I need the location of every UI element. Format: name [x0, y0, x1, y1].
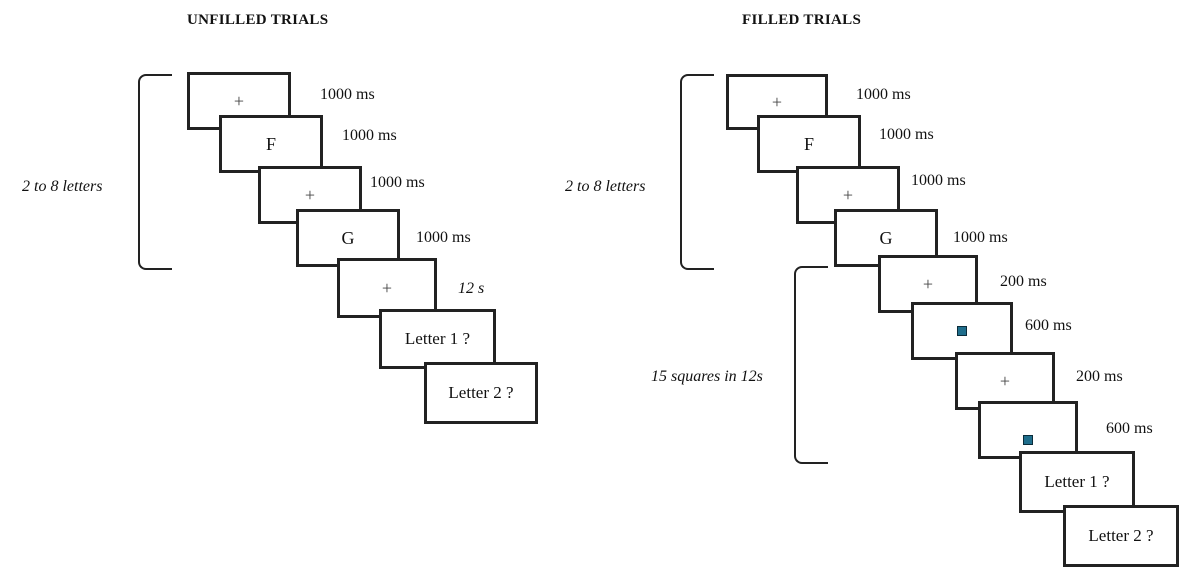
fixation-frame: +: [337, 258, 437, 318]
fixation-cross: +: [842, 184, 854, 205]
recall-frame-2: Letter 2 ?: [1063, 505, 1179, 567]
duration-label: 200 ms: [1000, 273, 1047, 290]
duration-label: 1000 ms: [953, 229, 1008, 246]
recall-frame-2: Letter 2 ?: [424, 362, 538, 424]
recall-prompt-1: Letter 1 ?: [404, 329, 471, 348]
duration-label: 1000 ms: [856, 86, 911, 103]
square-frame: [978, 401, 1078, 459]
recall-frame-1: Letter 1 ?: [379, 309, 496, 369]
square-stimulus: [1023, 435, 1033, 445]
fixation-frame: +: [955, 352, 1055, 410]
square-stimulus: [957, 326, 967, 336]
squares-bracket: [794, 266, 828, 464]
recall-prompt-2: Letter 2 ?: [448, 383, 514, 402]
recall-frame-1: Letter 1 ?: [1019, 451, 1135, 513]
unfilled-bracket-label: 2 to 8 letters: [22, 178, 103, 195]
fixation-cross: +: [381, 277, 393, 298]
fixation-cross: +: [233, 90, 245, 111]
squares-bracket-label: 15 squares in 12s: [651, 368, 763, 385]
letters-bracket: [680, 74, 714, 270]
filled-bracket-label: 2 to 8 letters: [565, 178, 646, 195]
duration-label: 1000 ms: [370, 174, 425, 191]
duration-label: 1000 ms: [416, 229, 471, 246]
letter-stimulus: G: [879, 227, 893, 248]
recall-prompt-1: Letter 1 ?: [1044, 472, 1110, 491]
letter-frame: F: [757, 115, 861, 173]
fixation-cross: +: [922, 273, 934, 294]
duration-label: 1000 ms: [320, 86, 375, 103]
duration-label: 200 ms: [1076, 368, 1123, 385]
duration-label: 600 ms: [1106, 420, 1153, 437]
letter-stimulus: F: [265, 133, 276, 154]
duration-label: 1000 ms: [342, 127, 397, 144]
letters-bracket: [138, 74, 172, 270]
unfilled-title: UNFILLED TRIALS: [187, 12, 329, 28]
duration-label: 1000 ms: [911, 172, 966, 189]
letter-frame: F: [219, 115, 323, 173]
filled-title: FILLED TRIALS: [742, 12, 862, 28]
recall-prompt-2: Letter 2 ?: [1088, 526, 1154, 545]
fixation-cross: +: [304, 184, 316, 205]
duration-label: 600 ms: [1025, 317, 1072, 334]
letter-stimulus: G: [341, 227, 355, 248]
duration-label: 1000 ms: [879, 126, 934, 143]
fixation-cross: +: [771, 91, 783, 112]
letter-stimulus: F: [803, 133, 814, 154]
fixation-cross: +: [999, 370, 1011, 391]
delay-duration-label: 12 s: [458, 280, 485, 297]
